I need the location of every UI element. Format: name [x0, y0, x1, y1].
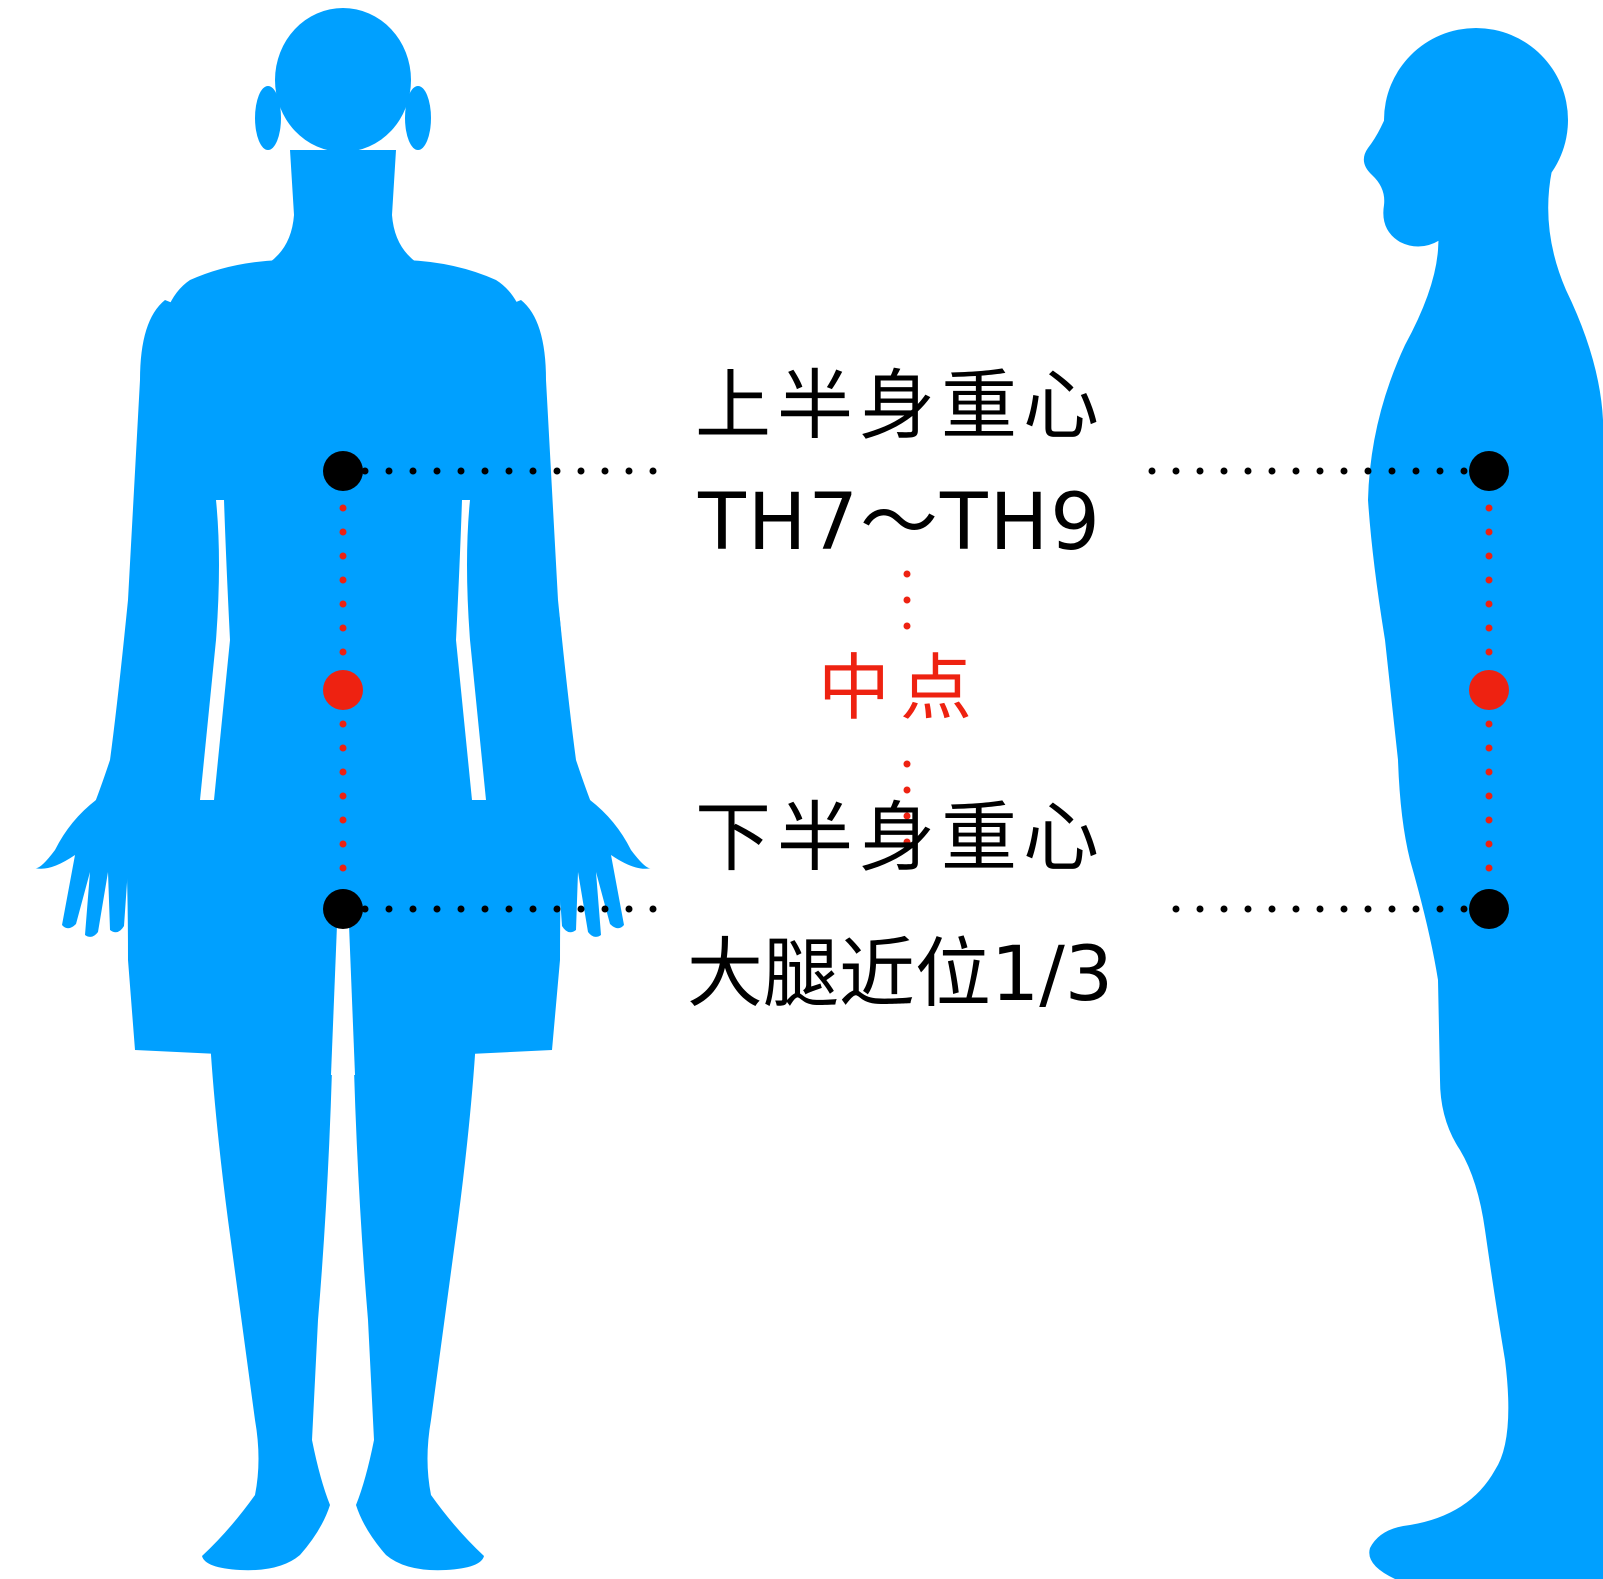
- lower-guide-dot: [626, 906, 633, 913]
- upper-guide-dot: [482, 468, 489, 475]
- front-vertical-dot: [340, 577, 347, 584]
- upper-guide-dot: [602, 468, 609, 475]
- front-vertical-dot: [340, 769, 347, 776]
- upper-guide-dot: [1341, 468, 1348, 475]
- upper-guide-dot: [1317, 468, 1324, 475]
- upper-guide-dot: [1245, 468, 1252, 475]
- upper-guide-dot: [1221, 468, 1228, 475]
- side-vertical-dot: [1486, 649, 1493, 656]
- front-vertical-dot: [340, 841, 347, 848]
- front-vertical-dot: [340, 745, 347, 752]
- lower-guide-dot: [1461, 906, 1468, 913]
- side-vertical-dot: [1486, 865, 1493, 872]
- center-connector-dot: [904, 597, 911, 604]
- lower-guide-dot: [554, 906, 561, 913]
- lower-guide-dot: [482, 906, 489, 913]
- side-vertical-dot: [1486, 529, 1493, 536]
- lower-guide-dot: [1221, 906, 1228, 913]
- upper-guide-dot: [1173, 468, 1180, 475]
- front-vertical-dot: [340, 721, 347, 728]
- front-vertical-dot: [340, 649, 347, 656]
- lower-guide-dot: [1173, 906, 1180, 913]
- upper-guide-dot: [386, 468, 393, 475]
- side-vertical-dot: [1486, 553, 1493, 560]
- upper-guide-dot: [578, 468, 585, 475]
- lower-guide-dot: [1341, 906, 1348, 913]
- lower-guide-dot: [1389, 906, 1396, 913]
- upper-guide-dot: [458, 468, 465, 475]
- lower-guide-dot: [602, 906, 609, 913]
- lower-guide-dot: [1317, 906, 1324, 913]
- front-vertical-dot: [340, 505, 347, 512]
- upper-guide-dot: [530, 468, 537, 475]
- upper-guide-dot: [1461, 468, 1468, 475]
- center-connector-dot: [904, 623, 911, 630]
- front-figure: [35, 8, 651, 1570]
- front-vertical-dot: [340, 865, 347, 872]
- lower-guide-dot: [1293, 906, 1300, 913]
- side-vertical-dot: [1486, 817, 1493, 824]
- lower-guide-dot: [506, 906, 513, 913]
- center-connector-dot: [904, 761, 911, 768]
- side-vertical-dot: [1486, 505, 1493, 512]
- upper-guide-dot: [1389, 468, 1396, 475]
- side-figure: [1364, 28, 1603, 1579]
- upper-guide-dot: [626, 468, 633, 475]
- lower-guide-dot: [1197, 906, 1204, 913]
- lower-guide-dot: [1365, 906, 1372, 913]
- upper-guide-dot: [1293, 468, 1300, 475]
- side-vertical-dot: [1486, 577, 1493, 584]
- side-vertical-dot: [1486, 841, 1493, 848]
- side-vertical-dot: [1486, 721, 1493, 728]
- front-vertical-dot: [340, 793, 347, 800]
- upper-body-center-label: 上半身重心: [660, 368, 1140, 444]
- upper-guide-dot: [554, 468, 561, 475]
- upper-guide-dot: [650, 468, 657, 475]
- lower-guide-dot: [410, 906, 417, 913]
- lower-guide-dot: [434, 906, 441, 913]
- side-upper-point: [1469, 451, 1509, 491]
- front-vertical-dot: [340, 625, 347, 632]
- side-vertical-dot: [1486, 601, 1493, 608]
- side-vertical-dot: [1486, 769, 1493, 776]
- front-vertical-dot: [340, 601, 347, 608]
- upper-guide-dot: [1197, 468, 1204, 475]
- side-vertical-dot: [1486, 745, 1493, 752]
- side-vertical-dot: [1486, 793, 1493, 800]
- front-mid-point: [323, 670, 363, 710]
- upper-body-range-label: TH7～TH9: [660, 484, 1140, 562]
- lower-guide-dot: [386, 906, 393, 913]
- front-upper-point: [323, 451, 363, 491]
- center-connector-dot: [904, 571, 911, 578]
- lower-guide-dot: [650, 906, 657, 913]
- upper-guide-dot: [434, 468, 441, 475]
- side-lower-point: [1469, 889, 1509, 929]
- side-mid-point: [1469, 670, 1509, 710]
- lower-guide-dot: [578, 906, 585, 913]
- lower-guide-dot: [458, 906, 465, 913]
- front-vertical-dot: [340, 553, 347, 560]
- upper-guide-dot: [1269, 468, 1276, 475]
- front-vertical-dot: [340, 529, 347, 536]
- side-vertical-dot: [1486, 625, 1493, 632]
- upper-guide-dot: [1365, 468, 1372, 475]
- lower-guide-dot: [530, 906, 537, 913]
- lower-body-center-label: 下半身重心: [660, 800, 1140, 876]
- upper-guide-dot: [410, 468, 417, 475]
- lower-guide-dot: [1269, 906, 1276, 913]
- upper-guide-dot: [1149, 468, 1156, 475]
- upper-guide-dot: [506, 468, 513, 475]
- lower-guide-dot: [1413, 906, 1420, 913]
- lower-guide-dot: [1245, 906, 1252, 913]
- upper-guide-dot: [1413, 468, 1420, 475]
- front-lower-point: [323, 889, 363, 929]
- front-vertical-dot: [340, 817, 347, 824]
- lower-guide-dot: [1437, 906, 1444, 913]
- midpoint-label: 中点: [660, 652, 1140, 724]
- upper-guide-dot: [1437, 468, 1444, 475]
- lower-body-range-label: 大腿近位1/3: [660, 936, 1140, 1012]
